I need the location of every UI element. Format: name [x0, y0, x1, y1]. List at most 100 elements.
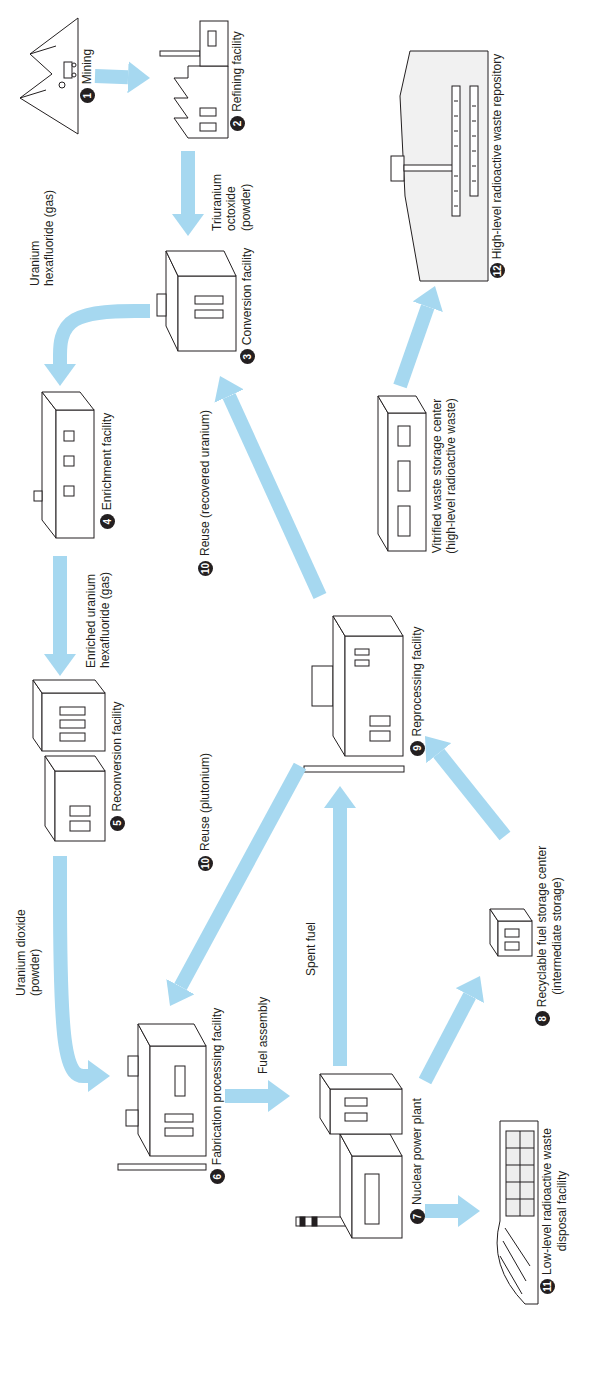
front-wall: [345, 636, 403, 756]
callout-number: 3: [240, 349, 255, 364]
annex: [200, 21, 228, 66]
window: [165, 1114, 193, 1122]
canisters: [454, 101, 476, 206]
window: [60, 707, 85, 715]
flow-arrow: [425, 995, 470, 1081]
flow-arrow: [225, 1089, 268, 1103]
front-wall: [55, 771, 105, 841]
slope-lines: [500, 1228, 530, 1294]
shaft: [404, 165, 454, 171]
stack-stripe: [312, 1217, 317, 1226]
facility-label: High-level radioactive waste repository: [490, 54, 504, 259]
flow-arrow: [425, 1204, 458, 1218]
flow-label: Enriched uranium hexafluoride (gas): [84, 560, 113, 668]
flow-arrow: [229, 396, 320, 596]
reconversion-illustration: [33, 680, 105, 841]
pit-grid: [506, 1131, 534, 1216]
flow-arrow: [181, 151, 195, 214]
facility-label-group: 9Reprocessing facility: [410, 596, 425, 786]
facility-label: Enrichment facility: [100, 413, 114, 510]
storage-illustration: [490, 909, 532, 956]
flow-label: Spent fuel: [304, 886, 318, 976]
facility-label: Fabrication processing facility: [210, 1008, 224, 1165]
facility-label-group: 6Fabrication processing facility: [210, 1006, 225, 1186]
tunnel: [452, 86, 460, 216]
window: [370, 731, 390, 741]
stack: [118, 1164, 206, 1170]
window: [200, 123, 216, 131]
roof: [42, 392, 56, 538]
facility-label-group: 1 Mining: [80, 16, 95, 136]
window: [505, 929, 519, 937]
flow-arrow: [400, 307, 428, 386]
tunnel: [470, 86, 478, 196]
window: [60, 733, 85, 741]
window: [64, 486, 74, 496]
mine-cart: [64, 62, 72, 78]
enrichment-illustration: [34, 392, 94, 538]
window: [345, 1113, 367, 1121]
sawtooth-building: [174, 66, 228, 138]
callout-number: 5: [110, 816, 125, 831]
flow-arrow: [439, 753, 505, 836]
flow-label: Triuranium octoxide (powder): [210, 151, 253, 231]
window: [70, 821, 90, 831]
miner-head: [59, 82, 65, 88]
side-wall: [42, 392, 94, 410]
power-plant-illustration: [296, 1074, 402, 1238]
callout-number: 7: [410, 1209, 425, 1224]
facility-node: Vitrified waste storage center (high-lev…: [370, 386, 459, 566]
flow-arrow: [333, 808, 347, 1066]
flow-label: Uranium hexafluoride (gas): [28, 174, 57, 286]
flow-arrow: [60, 311, 150, 364]
callout-number: 10: [198, 561, 213, 576]
facility-node: 1 Mining: [10, 16, 95, 136]
roof: [378, 396, 388, 551]
ground: [497, 1121, 538, 1304]
facility-label: Nuclear power plant: [410, 1098, 424, 1205]
roof-box: [128, 1056, 138, 1076]
facility-label: Refining facility: [230, 31, 244, 112]
window: [398, 426, 410, 446]
roof: [138, 1024, 150, 1156]
facility-label-group: Vitrified waste storage center (high-lev…: [430, 386, 459, 566]
window: [355, 660, 369, 666]
facility-label: Mining: [80, 49, 94, 84]
callout-number: 1: [80, 88, 95, 103]
stack: [304, 766, 404, 772]
facility-label: Low-level radioactive waste disposal fac…: [540, 1128, 569, 1275]
roof-box: [34, 491, 42, 501]
facility-node: 2 Refining facility: [150, 11, 245, 151]
facility-label: Conversion facility: [240, 248, 254, 345]
front-wall: [498, 921, 532, 956]
window: [64, 431, 74, 441]
window: [195, 310, 223, 318]
facility-label-group: 4Enrichment facility: [100, 386, 115, 556]
facility-label: Reconversion facility: [110, 701, 124, 811]
facility-node: 8Recyclable fuel storage center (interme…: [480, 836, 564, 1036]
ground: [400, 51, 488, 281]
window: [398, 461, 410, 491]
cart-wheel: [72, 63, 76, 67]
flow-arrow: [60, 856, 88, 1076]
turbine-building: [352, 1156, 402, 1238]
side-wall: [490, 909, 532, 921]
facility-label: Recyclable fuel storage center (intermed…: [535, 846, 564, 1007]
flow-label: Uranium dioxide (powder): [14, 896, 43, 996]
side-wall: [340, 1134, 402, 1156]
window: [398, 506, 410, 536]
facility-node: 3 Conversion facility: [150, 236, 255, 376]
facility-node: 12 High-level radioactive waste repositor…: [380, 46, 505, 286]
window: [208, 31, 216, 46]
window: [195, 296, 223, 304]
callout-number: 12: [490, 263, 505, 278]
facility-label-group: 8Recyclable fuel storage center (interme…: [535, 836, 564, 1036]
window: [70, 806, 90, 816]
front-wall: [178, 276, 236, 351]
flow-label: Reuse (plutonium): [198, 726, 212, 851]
window: [64, 456, 74, 466]
callout-number: 2: [230, 116, 245, 131]
facility-label-group: 11Low-level radioactive waste disposal f…: [540, 1116, 569, 1306]
facility-label: Reprocessing facility: [410, 626, 424, 736]
